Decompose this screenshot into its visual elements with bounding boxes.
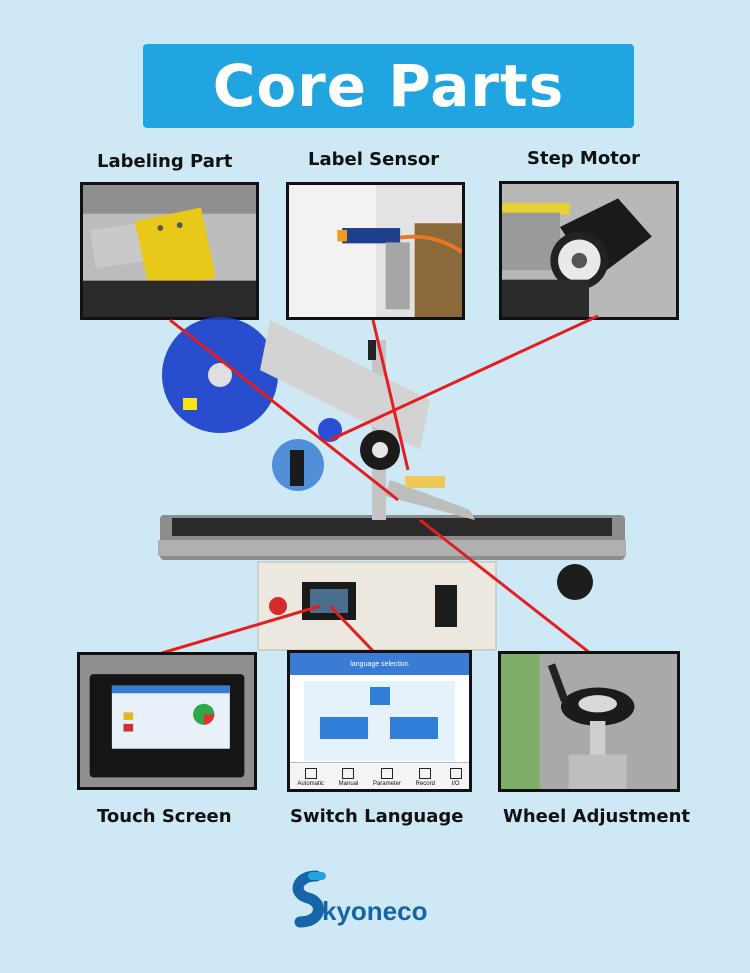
caption-step-motor: Step Motor <box>527 148 641 169</box>
language-icon <box>370 687 390 705</box>
brand-name: kyoneco <box>322 896 428 926</box>
caption-wheel-adjustment: Wheel Adjustment <box>503 806 691 827</box>
wheel-adjustment-photo <box>498 651 680 792</box>
screen-header: language selection <box>290 653 469 675</box>
screen-body <box>304 681 455 761</box>
tab-manual[interactable]: Manual <box>339 768 358 789</box>
labeling-part-photo <box>80 182 259 320</box>
switch-language-screen: language selection Automatic Manual Para… <box>287 650 472 792</box>
tab-record[interactable]: Record <box>416 768 435 789</box>
record-icon <box>419 768 432 779</box>
manual-icon <box>342 768 355 779</box>
caption-labeling-part: Labeling Part <box>97 151 233 172</box>
caption-touch-screen: Touch Screen <box>97 806 232 827</box>
page-title: Core Parts <box>143 44 634 128</box>
caption-switch-language: Switch Language <box>290 806 464 827</box>
language-button-left[interactable] <box>320 717 368 739</box>
automatic-icon <box>304 768 317 779</box>
screen-tab-bar: Automatic Manual Parameter Record I/O <box>290 762 469 789</box>
step-motor-photo <box>499 181 679 320</box>
tab-parameter[interactable]: Parameter <box>373 768 401 789</box>
label-sensor-photo <box>286 182 465 320</box>
caption-label-sensor: Label Sensor <box>308 149 440 170</box>
tab-io[interactable]: I/O <box>449 768 462 789</box>
touch-screen-photo <box>77 652 257 790</box>
parameter-icon <box>380 768 393 779</box>
tab-automatic[interactable]: Automatic <box>297 768 324 789</box>
skyoneco-logo <box>292 870 326 928</box>
language-button-right[interactable] <box>390 717 438 739</box>
labeling-machine-image <box>150 300 630 655</box>
io-icon <box>449 768 462 779</box>
